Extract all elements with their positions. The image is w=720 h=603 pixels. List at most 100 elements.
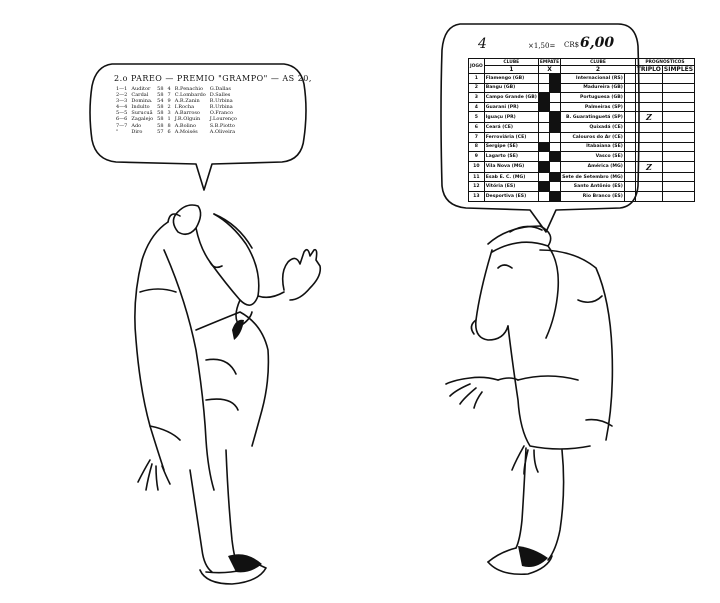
left-speech-bubble [89,63,307,191]
triple-box [634,82,663,94]
triple-box [634,122,663,133]
simple-box [661,101,696,113]
simple-box [661,160,696,173]
away-team: Portuguesa (GB) [560,92,625,103]
header-col2: 2 [560,65,636,74]
race-card-horse: Zagalejo [131,116,154,123]
header-col1: 1 [483,65,539,74]
club2-box [623,181,636,192]
draw-box-left [537,181,551,192]
triple-box [634,73,663,84]
home-team: Vitória (ES) [483,181,539,192]
header-club2: CLUBE [560,58,636,66]
draw-box-left [537,131,551,143]
triple-box [634,190,663,202]
simple-box [661,122,696,133]
triple-box [634,101,663,113]
club2-box [623,111,636,124]
draw-box-left [537,141,551,153]
club2-box [623,122,636,133]
draw-box-left [537,151,551,162]
draw-box-left [537,82,551,94]
away-team: Palmeiras (SP) [560,101,625,113]
race-card-jockey: A.Moisés [174,128,198,135]
away-team: Madureira (GB) [560,82,625,94]
race-card-pos: 4 [167,86,171,92]
away-team: Quixadá (CE) [560,122,625,133]
draw-box-left [537,101,551,113]
race-card-trainer: J.Lourenço [209,116,237,123]
simple-box [661,151,696,162]
draw-box-right [548,131,562,143]
game-number: 8 [468,141,485,153]
race-card-jockey: R.Penachio [174,86,203,92]
home-team: Esab E. C. (MG) [483,171,539,183]
draw-box-right [548,171,562,183]
game-number: 12 [468,181,485,192]
draw-box-left [537,73,551,84]
home-team: Iguaçu (PR) [483,111,539,124]
simple-box [661,111,696,124]
simple-box [661,131,696,143]
draw-box-right [548,141,562,153]
race-card-horse: Domina. [131,98,153,105]
home-team: Vila Nova (MG) [483,160,539,173]
race-card-trainer: S.B.Piotto [209,122,235,129]
bet-multiplier: ×1,50= [528,42,556,50]
right-speech-bubble [440,23,640,233]
race-card-horse: Indulto [131,104,150,111]
race-card-pos: 1 [167,116,171,123]
simple-box [661,82,696,94]
header-draw: EMPATE [537,58,562,66]
club2-box [623,73,636,84]
club2-box [623,151,636,162]
draw-box-right [548,73,562,84]
header-colx: X [537,65,562,74]
club2-box [623,101,636,113]
race-card-num: 3—3 [116,98,128,105]
race-card-weight: 58 [157,92,164,99]
triple-box: Z [634,160,663,173]
draw-box-right [548,160,562,173]
home-team: Campo Grande (GB) [483,92,539,103]
header-triple: TRIPLO [634,65,663,74]
home-team: Flamengo (GB) [483,73,539,84]
home-team: Ferroviária (CE) [483,131,539,143]
draw-box-left [537,92,551,103]
game-number: 1 [468,73,485,84]
game-number: 9 [468,151,485,162]
away-team: Sete de Setembro (MG) [560,171,625,183]
away-team: B. Guaratinguetá (SP) [560,111,625,124]
home-team: Bangu (GB) [483,82,539,94]
triple-box [634,171,663,183]
draw-box-right [548,151,562,162]
race-card-jockey: A.R.Zanin [174,98,200,105]
game-number: 7 [468,131,485,143]
club2-box [623,82,636,94]
game-number: 13 [468,190,485,202]
race-card-weight: 58 [157,116,164,123]
game-number: 6 [468,122,485,133]
home-team: Lagarto (SE) [483,151,539,162]
draw-box-right [548,181,562,192]
race-card-num: 1—1 [116,86,128,92]
race-card-horse: Cardal [131,92,149,99]
triple-box [634,131,663,143]
simple-box [661,171,696,183]
game-number: 2 [468,82,485,94]
game-number: 4 [468,101,485,113]
right-figure [445,225,614,576]
race-card-trainer: D.Salles [209,92,231,99]
left-figure [134,204,322,585]
